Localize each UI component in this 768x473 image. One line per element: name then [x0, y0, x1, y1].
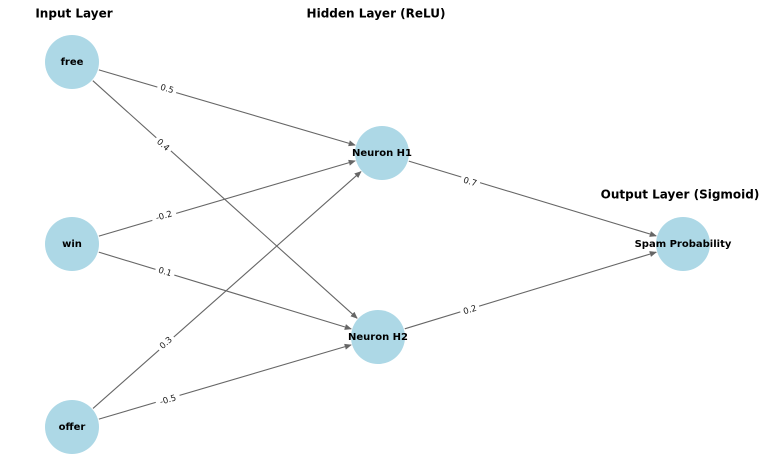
node-offer[interactable]: offer	[45, 400, 99, 454]
edge-weight-win-to-h1: -0.2	[150, 206, 178, 226]
node-circle-h2[interactable]	[351, 310, 405, 364]
edge-weight-label: 0.1	[157, 266, 173, 280]
edge-weight-backdrop	[150, 206, 178, 226]
layer-title-output: Output Layer (Sigmoid)	[601, 188, 760, 202]
node-label-free: free	[61, 57, 84, 68]
node-circle-h1[interactable]	[355, 126, 409, 180]
edge-weight-backdrop	[151, 133, 175, 157]
node-label-win: win	[62, 239, 82, 250]
edge-weight-backdrop	[155, 80, 179, 98]
edge-weight-label: 0.7	[462, 176, 478, 189]
edge-weight-backdrop	[458, 300, 482, 320]
edge-weight-free-to-h1: 0.5	[155, 80, 179, 98]
node-label-out: Spam Probability	[635, 239, 732, 250]
node-circle-out[interactable]	[656, 217, 710, 271]
edge-labels-group: 0.5 0.4 -0.2 0.1 0.3 -0.5 0.7 0.2	[150, 80, 482, 410]
nodes-group: free win offer Neuron H1 Neuron H2 Spam Proba…	[45, 35, 732, 454]
layer-title-hidden: Hidden Layer (ReLU)	[307, 7, 446, 21]
edge-win-to-h2	[98, 251, 352, 330]
node-h1[interactable]: Neuron H1	[352, 126, 412, 180]
edge-weight-backdrop	[154, 331, 178, 355]
node-free[interactable]: free	[45, 35, 99, 89]
edge-h1-to-out	[408, 160, 657, 237]
edge-weight-backdrop	[154, 390, 182, 410]
edge-weight-h1-to-out: 0.7	[458, 172, 482, 192]
node-out[interactable]: Spam Probability	[635, 217, 732, 271]
edge-weight-win-to-h2: 0.1	[153, 262, 177, 282]
edge-win-to-h1	[98, 159, 356, 237]
edge-weight-backdrop	[458, 172, 482, 192]
edge-weight-offer-to-h1: 0.3	[154, 331, 178, 355]
edge-weight-label: 0.5	[159, 83, 175, 96]
node-circle-offer[interactable]	[45, 400, 99, 454]
node-circle-win[interactable]	[45, 217, 99, 271]
layer-title-input: Input Layer	[35, 7, 112, 21]
edge-weight-free-to-h2: 0.4	[151, 133, 175, 157]
edge-weight-backdrop	[153, 262, 177, 282]
node-label-h1: Neuron H1	[352, 148, 412, 159]
edge-weight-offer-to-h2: -0.5	[154, 390, 182, 410]
edge-weight-label: 0.2	[462, 304, 478, 318]
edge-weight-label: -0.2	[155, 209, 174, 223]
node-win[interactable]: win	[45, 217, 99, 271]
node-h2[interactable]: Neuron H2	[348, 310, 408, 364]
edge-weight-label: -0.5	[159, 393, 178, 407]
edge-free-to-h1	[98, 69, 356, 147]
edge-h2-to-out	[404, 251, 657, 330]
edge-weight-h2-to-out: 0.2	[458, 300, 482, 320]
node-circle-free[interactable]	[45, 35, 99, 89]
node-label-h2: Neuron H2	[348, 332, 408, 343]
edge-offer-to-h2	[98, 343, 352, 420]
node-label-offer: offer	[59, 422, 86, 433]
edge-offer-to-h1	[92, 171, 362, 409]
edges-group	[92, 69, 657, 420]
